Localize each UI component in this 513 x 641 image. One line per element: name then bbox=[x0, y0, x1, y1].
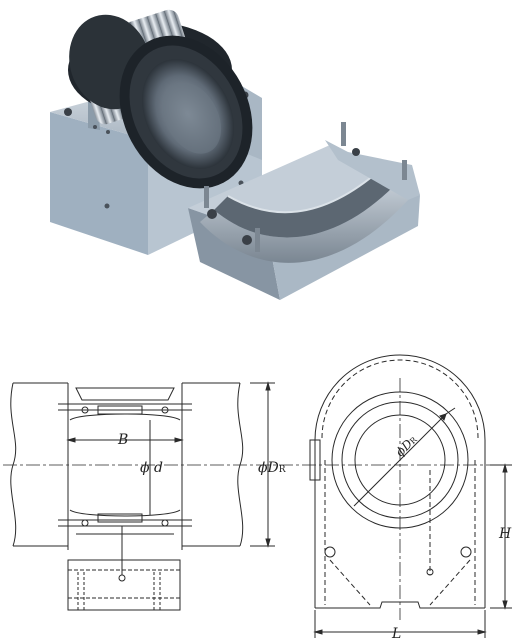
dim-L-label: L bbox=[391, 626, 401, 641]
technical-drawing: B ϕ d ϕDR ϕDR H L bbox=[3, 354, 512, 641]
housing-cap bbox=[188, 122, 420, 300]
bearing-assembly bbox=[68, 9, 253, 189]
dim-Dr-label: ϕDR bbox=[393, 432, 420, 459]
product-photo bbox=[50, 9, 420, 300]
dim-DR-label: ϕDR bbox=[258, 460, 286, 476]
front-view bbox=[10, 381, 275, 611]
side-view bbox=[309, 354, 512, 638]
dim-H-label: H bbox=[498, 526, 512, 542]
dim-d-label: ϕ d bbox=[140, 460, 163, 476]
dim-B-label: B bbox=[117, 432, 128, 448]
